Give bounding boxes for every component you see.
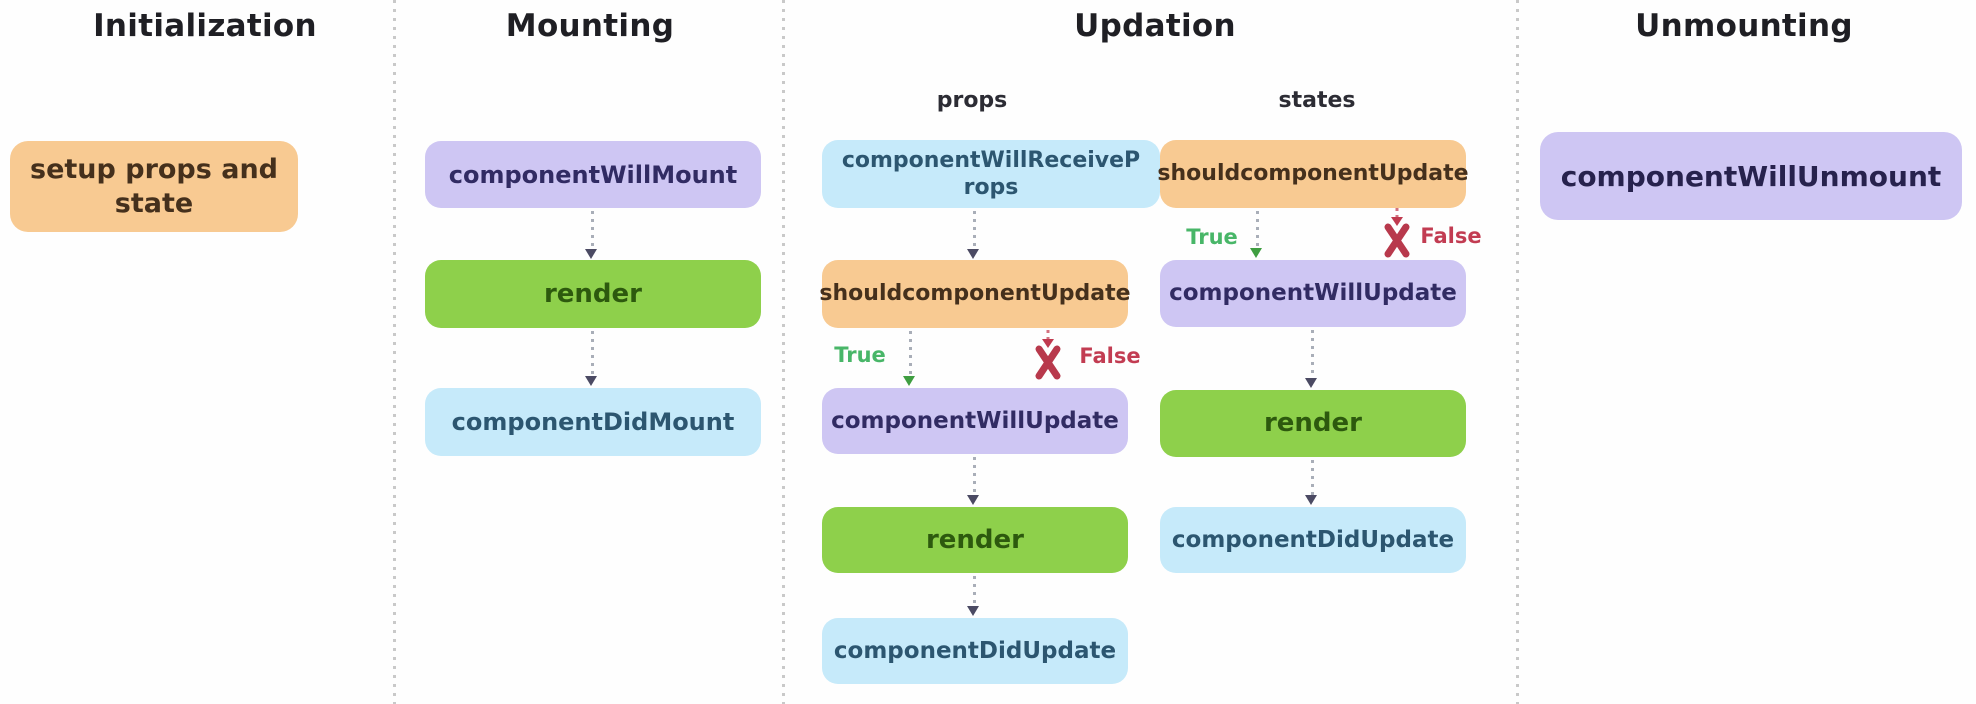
branch-label-states: states [1278,88,1356,113]
arrow-line [591,331,594,376]
box-label: render [1263,408,1363,439]
box-should-component-update-states: shouldcomponentUpdate [1157,140,1469,208]
false-x-icon [1035,330,1061,380]
box-label: componentDidMount [451,408,735,436]
arrow-line [973,576,976,606]
box-label: shouldcomponentUpdate [819,281,1131,307]
arrow-head-icon [1305,378,1317,388]
arrow-head-icon [585,249,597,259]
false-label: False [1420,224,1482,248]
arrow-head-icon [967,606,979,616]
header-mounting: Mounting [505,8,675,44]
true-arrow-line [909,331,912,376]
box-component-did-mount: componentDidMount [425,388,761,456]
arrow-head-icon [967,249,979,259]
branch-label-props: props [936,88,1008,113]
box-component-will-unmount: componentWillUnmount [1540,132,1962,220]
arrow-head-icon [585,376,597,386]
box-component-will-update-props: componentWillUpdate [822,388,1128,454]
box-label: componentDidUpdate [833,637,1117,664]
true-label: True [834,343,886,367]
arrow-head-icon [967,495,979,505]
column-divider [1516,0,1519,704]
box-component-did-update-states: componentDidUpdate [1160,507,1466,573]
arrow-line [973,211,976,249]
box-should-component-update-props: shouldcomponentUpdate [819,260,1131,328]
false-label: False [1079,344,1141,368]
box-label: componentWillReceiveProps [841,147,1141,201]
box-render-states: render [1160,390,1466,457]
box-component-will-update-states: componentWillUpdate [1160,260,1466,327]
box-setup-props-and-state: setup props and state [10,141,298,232]
arrow-line [1311,330,1314,378]
true-arrow-line [1256,211,1259,248]
box-label: componentWillUnmount [1560,159,1942,193]
true-label: True [1186,225,1238,249]
box-label: setup props and state [30,153,278,219]
box-render-props: render [822,507,1128,573]
header-initialization: Initialization [93,8,317,44]
box-label: componentWillUpdate [1169,280,1457,307]
box-component-will-receive-props: componentWillReceiveProps [822,140,1160,208]
arrow-head-icon [1305,495,1317,505]
box-label: shouldcomponentUpdate [1157,161,1469,187]
false-x-icon [1384,208,1410,258]
arrow-line [973,457,976,495]
arrow-line [1311,460,1314,495]
column-divider [393,0,396,704]
box-render-mounting: render [425,260,761,328]
box-label: componentWillMount [448,160,738,189]
box-label: componentDidUpdate [1171,526,1455,553]
box-component-did-update-props: componentDidUpdate [822,618,1128,684]
box-label: render [543,278,643,309]
arrow-line [591,211,594,249]
true-arrow-head-icon [903,376,915,386]
box-label: componentWillUpdate [831,407,1119,434]
header-updation: Updation [1074,8,1236,44]
header-unmounting: Unmounting [1635,8,1853,44]
box-component-will-mount: componentWillMount [425,141,761,208]
true-arrow-head-icon [1250,248,1262,258]
column-divider [782,0,785,704]
box-label: render [925,524,1025,555]
